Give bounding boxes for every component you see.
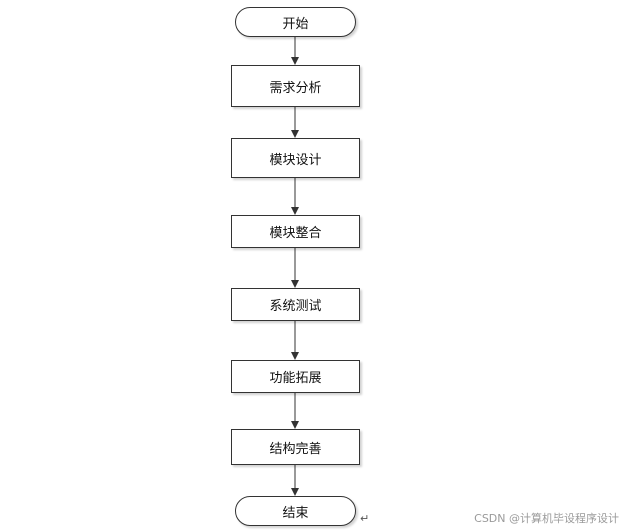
step-node-module-design: 模块设计: [231, 138, 360, 178]
end-node: 结束: [235, 496, 356, 526]
step-node-requirements-analysis: 需求分析: [231, 65, 360, 107]
start-node: 开始: [235, 7, 356, 37]
step-label: 模块设计: [269, 152, 322, 168]
step-label: 系统测试: [269, 299, 322, 314]
step-label: 功能拓展: [269, 371, 322, 386]
end-node-label: 结束: [282, 505, 309, 521]
start-node-label: 开始: [282, 16, 309, 32]
step-node-system-testing: 系统测试: [231, 288, 360, 321]
step-node-structure-refinement: 结构完善: [231, 429, 360, 465]
step-label: 需求分析: [269, 80, 322, 96]
step-label: 结构完善: [269, 441, 322, 457]
paragraph-mark: ↵: [360, 512, 370, 525]
watermark: CSDN @计算机毕设程序设计: [474, 512, 619, 525]
step-node-feature-expansion: 功能拓展: [231, 360, 360, 393]
step-node-module-integration: 模块整合: [231, 215, 360, 248]
step-label: 模块整合: [269, 226, 322, 241]
